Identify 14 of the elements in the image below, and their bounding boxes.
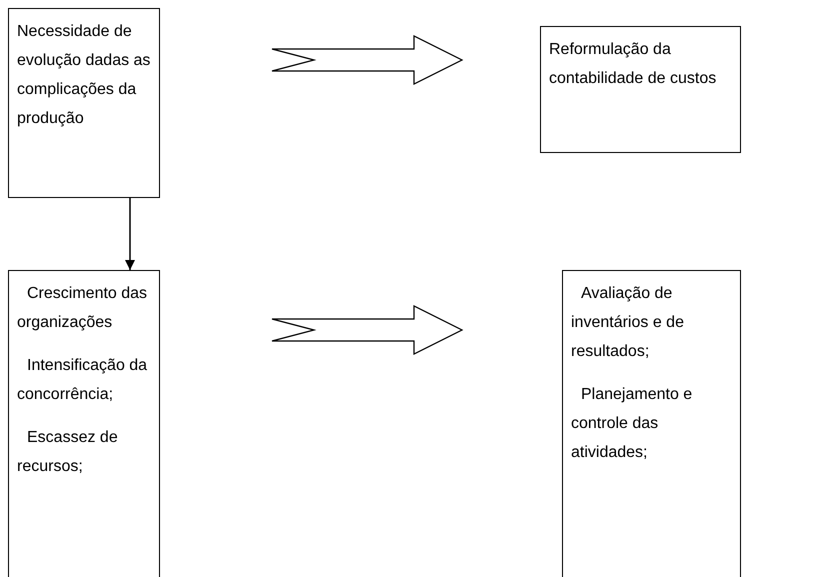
box-text: Crescimento das organizações bbox=[17, 284, 148, 333]
box-text: Intensificação da concorrência; bbox=[17, 356, 148, 405]
box-text: Reformulação da contabilidade de custos bbox=[549, 40, 718, 89]
box-text: Escassez de recursos; bbox=[17, 428, 119, 477]
process-box bbox=[8, 270, 160, 577]
box-text: Necessidade de evolução dadas as complicações da produção bbox=[17, 22, 151, 129]
box-text: Avaliação de inventários e de resultados; bbox=[571, 284, 685, 362]
arrow bbox=[125, 198, 135, 270]
box-text: Planejamento e controle das atividades; bbox=[571, 385, 694, 463]
block-arrow bbox=[271, 35, 464, 85]
block-arrow bbox=[271, 305, 464, 355]
process-box bbox=[562, 270, 741, 577]
process-box bbox=[540, 26, 741, 153]
process-box bbox=[8, 8, 160, 198]
